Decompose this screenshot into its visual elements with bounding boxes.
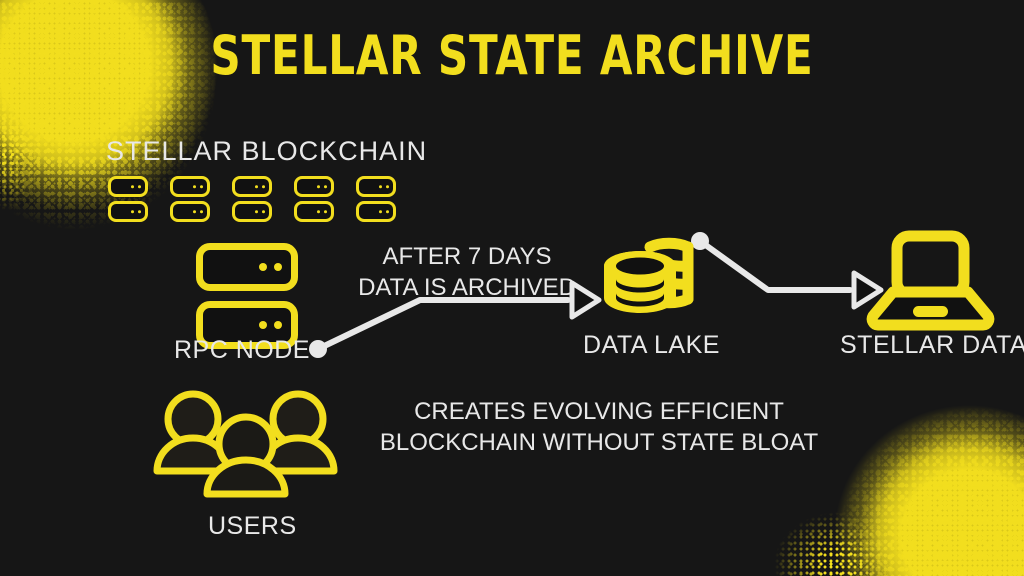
blockchain-node-row xyxy=(108,176,396,222)
archive-arrow-label-line1: AFTER 7 DAYS xyxy=(382,243,552,270)
stellar-blockchain-label: STELLAR BLOCKCHAIN xyxy=(106,136,428,166)
delivery-connector xyxy=(691,232,884,310)
data-lake-label: DATA LAKE xyxy=(583,331,720,359)
paint-splatter-bottom-edge xyxy=(774,486,904,576)
database-icon xyxy=(604,237,694,313)
paint-splatter-bottom-right xyxy=(804,376,1024,576)
server-icon xyxy=(294,176,334,222)
page-title: STELLAR STATE ARCHIVE xyxy=(210,24,814,87)
benefit-caption-line2: BLOCKCHAIN WITHOUT STATE BLOAT xyxy=(379,429,819,456)
rpc-node-server-icon xyxy=(196,243,298,349)
server-icon xyxy=(232,176,272,222)
users-label: USERS xyxy=(208,512,297,540)
paint-splatter-left-edge xyxy=(0,40,110,210)
paint-splatter-bottom-right-grain xyxy=(784,356,1024,576)
rpc-node-label: RPC NODE xyxy=(174,336,310,364)
server-icon xyxy=(356,176,396,222)
benefit-caption-line1: CREATES EVOLVING EFFICIENT xyxy=(414,398,784,425)
server-icon xyxy=(108,176,148,222)
laptop-icon xyxy=(866,230,995,331)
users-icon xyxy=(153,390,338,498)
stellar-data-label: STELLAR DATA xyxy=(840,331,1024,359)
server-icon xyxy=(170,176,210,222)
archive-arrow-label-line2: DATA IS ARCHIVED xyxy=(358,274,576,301)
